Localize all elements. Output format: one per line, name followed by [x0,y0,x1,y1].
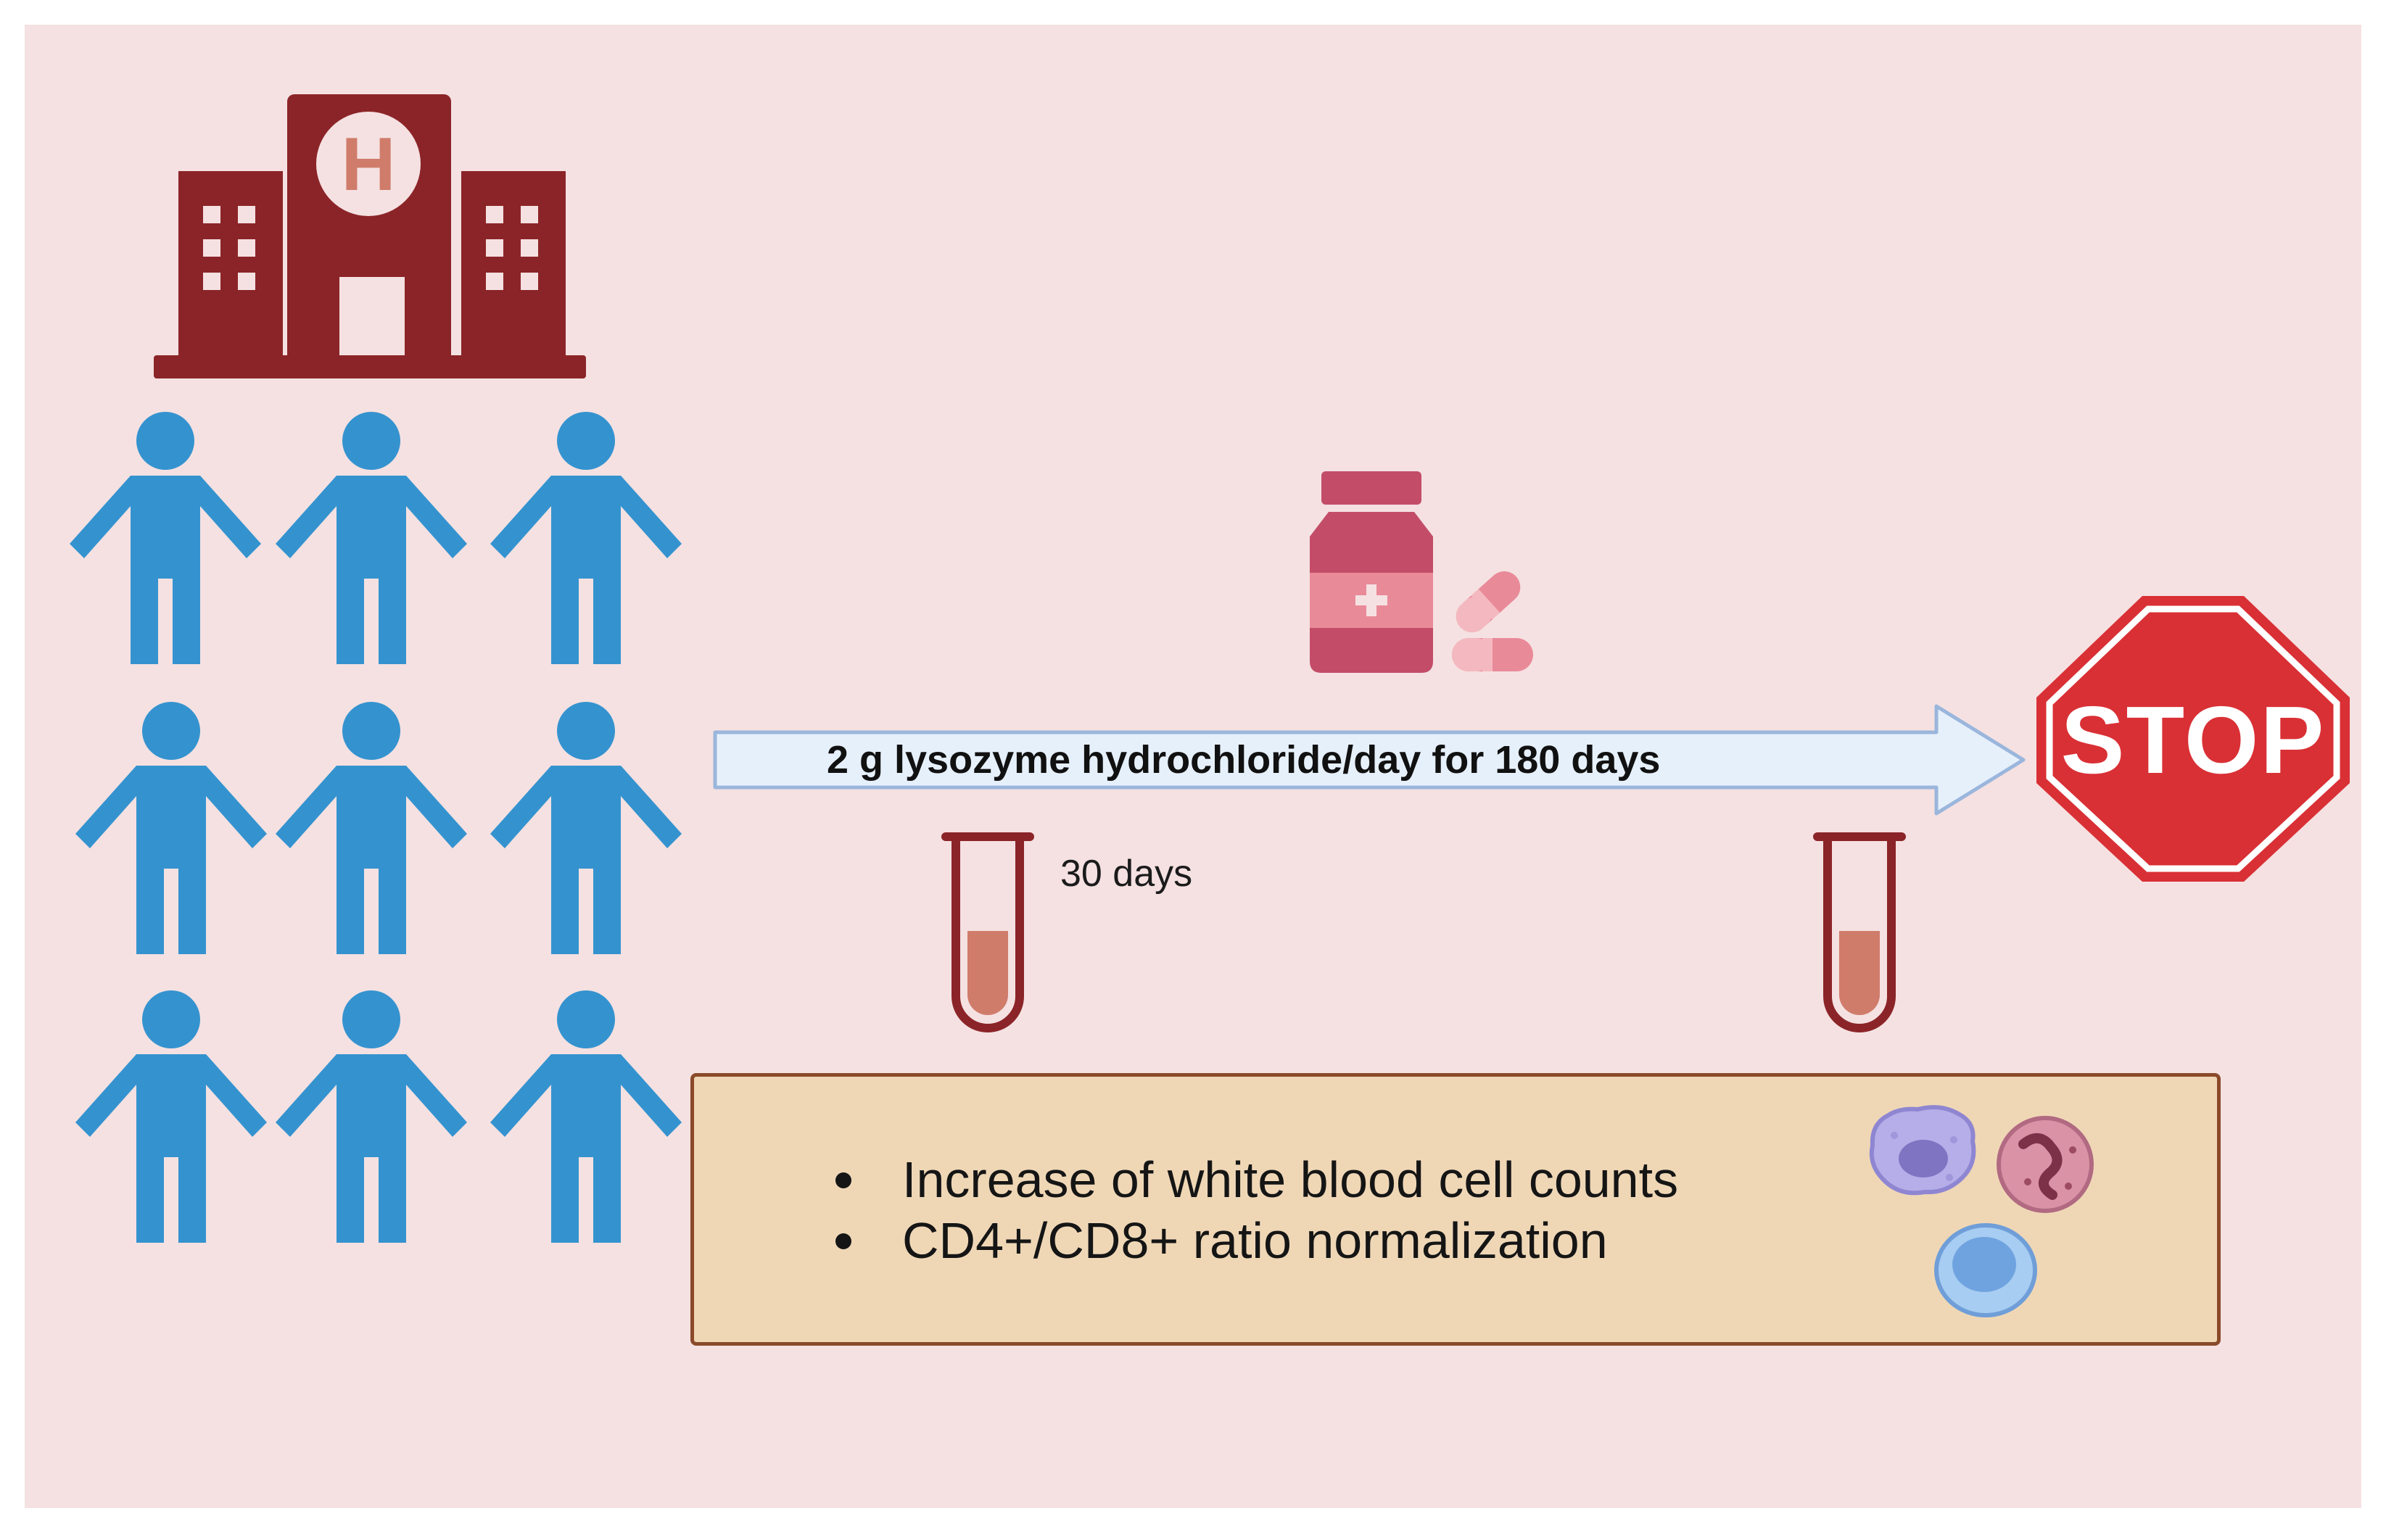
stop-label: STOP [2060,687,2325,793]
result-item: Increase of white blood cell counts [835,1149,1678,1210]
results-list: Increase of white blood cell counts CD4+… [835,1149,1678,1271]
test-tube-icon [1817,837,1902,1028]
person-icon [276,990,467,1243]
first-sample-label: 30 days [1060,853,1192,895]
result-item: CD4+/CD8+ ratio normalization [835,1210,1678,1271]
result-item-text: CD4+/CD8+ ratio normalization [902,1212,1608,1269]
person-icon [490,702,682,954]
hospital-icon: H [154,94,586,378]
person-icon [75,990,267,1243]
result-item-text: Increase of white blood cell counts [902,1151,1679,1208]
test-tube-icon [946,837,1030,1028]
person-icon [276,412,467,664]
person-icon [276,702,467,954]
capsule-icon [1452,571,1533,671]
svg-text:H: H [341,123,395,207]
pill-bottle-icon [1310,471,1433,673]
treatment-label: 2 g lysozyme hydrochloride/day for 180 d… [827,738,1660,782]
stop-sign-icon: STOP [2036,596,2350,882]
person-icon [490,990,682,1243]
person-icon [70,412,261,664]
bullet-icon [835,1233,851,1249]
person-icon [490,412,682,664]
treatment-timeline-arrow [713,704,2026,816]
person-icon [75,702,267,954]
bullet-icon [835,1172,851,1188]
